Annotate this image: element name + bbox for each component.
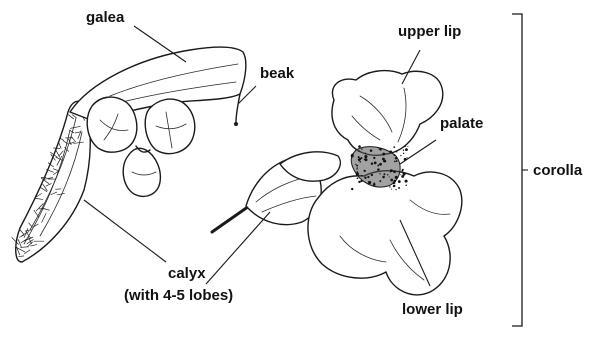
lower-lip-drawing <box>308 171 462 295</box>
label-calyx: calyx <box>168 265 206 282</box>
upper-lip-drawing <box>332 71 443 156</box>
label-upper-lip: upper lip <box>398 23 461 40</box>
lower-lobes-left <box>87 97 195 196</box>
label-corolla: corolla <box>533 162 583 179</box>
side-view-flower <box>12 47 246 262</box>
label-lower-lip: lower lip <box>402 301 463 318</box>
label-beak: beak <box>260 65 295 82</box>
label-palate: palate <box>440 115 483 132</box>
front-view-flower <box>212 71 462 295</box>
calyx-left-drawing <box>12 101 93 262</box>
label-galea: galea <box>86 9 125 26</box>
corolla-bracket <box>512 14 528 326</box>
label-calyx-note: (with 4-5 lobes) <box>124 287 233 304</box>
